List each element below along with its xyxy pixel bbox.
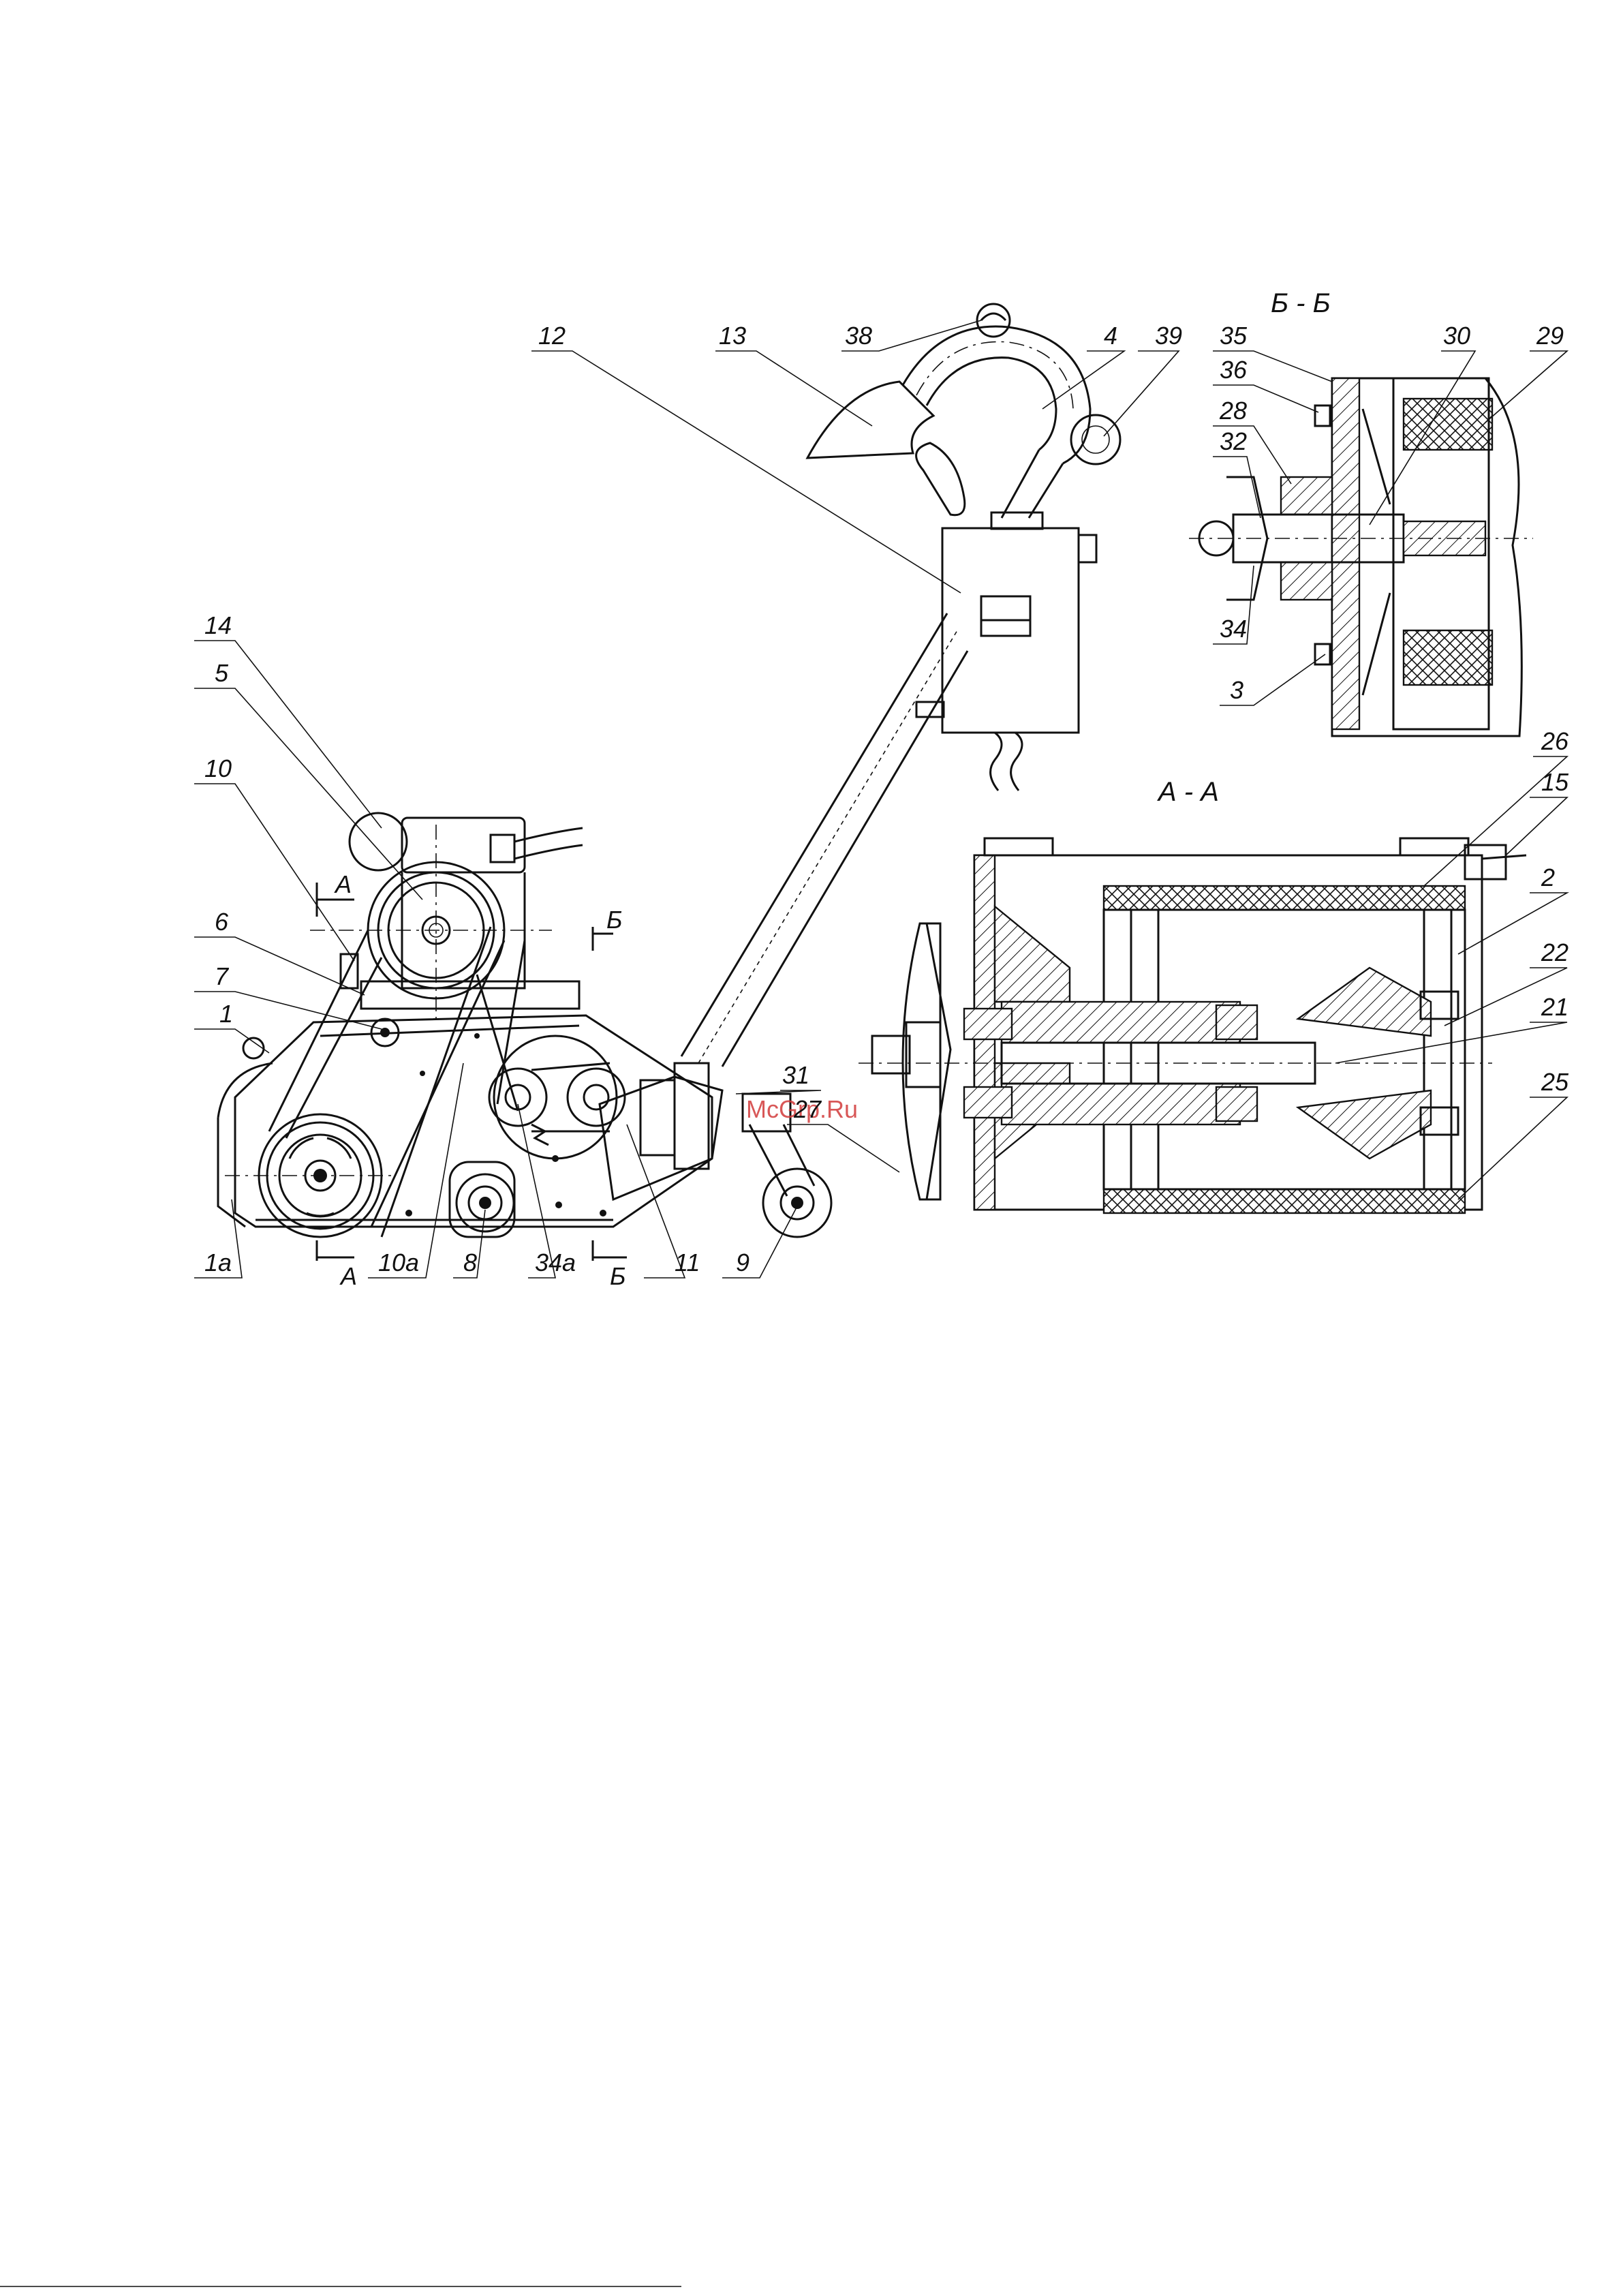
- label-3: 3: [1230, 676, 1243, 704]
- section-mark-b-bottom: Б: [593, 1240, 627, 1290]
- motor: [350, 813, 583, 1009]
- label-36: 36: [1220, 356, 1248, 384]
- section-bb-title: Б - Б: [1271, 288, 1331, 318]
- label-10: 10: [204, 754, 232, 782]
- label-9: 9: [736, 1249, 749, 1276]
- label-7: 7: [215, 962, 230, 990]
- label-34a: 34a: [535, 1249, 576, 1276]
- label-8: 8: [463, 1249, 477, 1276]
- cut-label-a-top: А: [334, 870, 352, 898]
- section-mark-a-bottom: А: [317, 1240, 357, 1290]
- main-view: А А Б Б: [194, 304, 1179, 1290]
- label-11: 11: [675, 1249, 700, 1276]
- label-28: 28: [1219, 397, 1247, 425]
- cut-label-a-bottom: А: [339, 1262, 357, 1290]
- dust-outlet: [600, 1063, 790, 1199]
- bolts: [243, 954, 606, 1216]
- label-26: 26: [1541, 727, 1569, 755]
- label-1: 1: [219, 1000, 233, 1028]
- label-13: 13: [719, 322, 746, 350]
- tension-pulleys: [371, 1019, 625, 1159]
- label-10a: 10a: [378, 1249, 419, 1276]
- label-6: 6: [215, 908, 229, 936]
- label-35: 35: [1220, 322, 1248, 350]
- label-4: 4: [1104, 322, 1117, 350]
- label-15: 15: [1541, 768, 1569, 796]
- label-2: 2: [1541, 863, 1555, 891]
- label-31: 31: [782, 1061, 809, 1089]
- label-12: 12: [538, 322, 566, 350]
- label-34: 34: [1220, 615, 1247, 643]
- label-5: 5: [215, 659, 229, 687]
- label-29: 29: [1536, 322, 1564, 350]
- control-box: [916, 512, 1096, 791]
- section-mark-b-top: Б: [593, 906, 622, 951]
- section-aa-title: А - А: [1157, 777, 1219, 807]
- handle-tube: [681, 613, 968, 1067]
- label-14: 14: [204, 611, 232, 639]
- label-25: 25: [1541, 1068, 1569, 1096]
- cut-label-b-top: Б: [606, 906, 622, 934]
- label-30: 30: [1443, 322, 1470, 350]
- label-32: 32: [1220, 427, 1247, 455]
- section-mark-a-top: А: [317, 870, 354, 917]
- label-27: 27: [793, 1095, 822, 1123]
- label-21: 21: [1541, 993, 1568, 1021]
- section-aa: А - А: [859, 756, 1567, 1213]
- label-38: 38: [845, 322, 872, 350]
- cut-label-b-bottom: Б: [610, 1262, 625, 1290]
- label-1a: 1a: [204, 1249, 232, 1276]
- label-22: 22: [1541, 938, 1568, 966]
- label-39: 39: [1155, 322, 1182, 350]
